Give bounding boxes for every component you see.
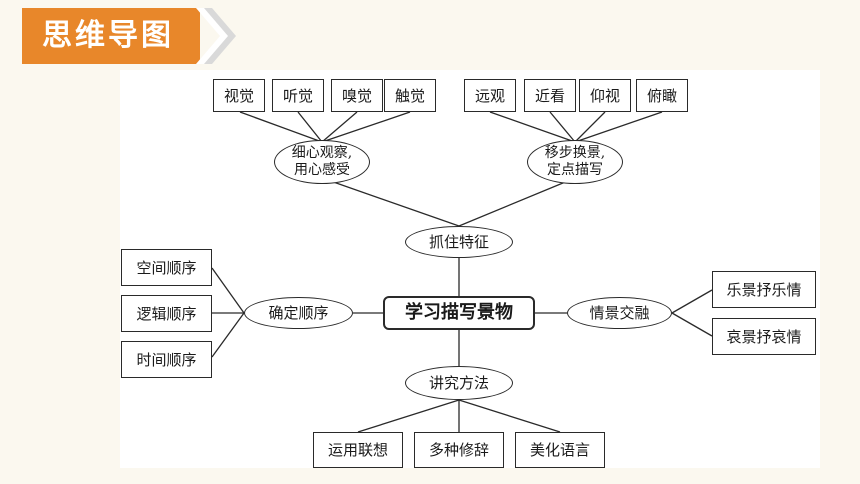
banner-background: [22, 8, 200, 64]
oval-observe-line2: 用心感受: [294, 162, 350, 178]
oval-move-line2: 定点描写: [547, 162, 603, 178]
banner-chevron-inner-icon: [196, 8, 228, 64]
order-box-space: 空间顺序: [121, 249, 212, 286]
oval-move-line1: 移步换景,: [544, 145, 606, 161]
banner-chevron-icon: [200, 8, 236, 64]
diagram-canvas: [120, 70, 820, 468]
oval-move: 移步换景, 定点描写: [527, 140, 623, 184]
sense-box-sight: 视觉: [213, 79, 265, 112]
view-box-near: 近看: [524, 79, 576, 112]
oval-order: 确定顺序: [244, 297, 353, 329]
emotion-box-joy: 乐景抒乐情: [712, 271, 816, 308]
sense-box-hearing: 听觉: [272, 79, 324, 112]
oval-features: 抓住特征: [405, 226, 513, 258]
method-box-language: 美化语言: [515, 432, 605, 468]
oval-method: 讲究方法: [405, 366, 513, 400]
method-box-rhetoric: 多种修辞: [414, 432, 504, 468]
view-box-up: 仰视: [579, 79, 631, 112]
order-box-logic: 逻辑顺序: [121, 295, 212, 332]
sense-box-smell: 嗅觉: [331, 79, 383, 112]
center-topic: 学习描写景物: [383, 296, 535, 330]
oval-emotion: 情景交融: [567, 297, 672, 329]
banner-title: 思维导图: [42, 18, 174, 53]
sense-box-touch: 触觉: [384, 79, 436, 112]
order-box-time: 时间顺序: [121, 341, 212, 378]
view-box-far: 远观: [464, 79, 516, 112]
section-banner: [22, 8, 236, 64]
oval-observe-line1: 细心观察,: [291, 145, 353, 161]
method-box-association: 运用联想: [313, 432, 403, 468]
emotion-box-sorrow: 哀景抒哀情: [712, 318, 816, 355]
oval-observe: 细心观察, 用心感受: [274, 140, 370, 184]
view-box-down: 俯瞰: [636, 79, 688, 112]
